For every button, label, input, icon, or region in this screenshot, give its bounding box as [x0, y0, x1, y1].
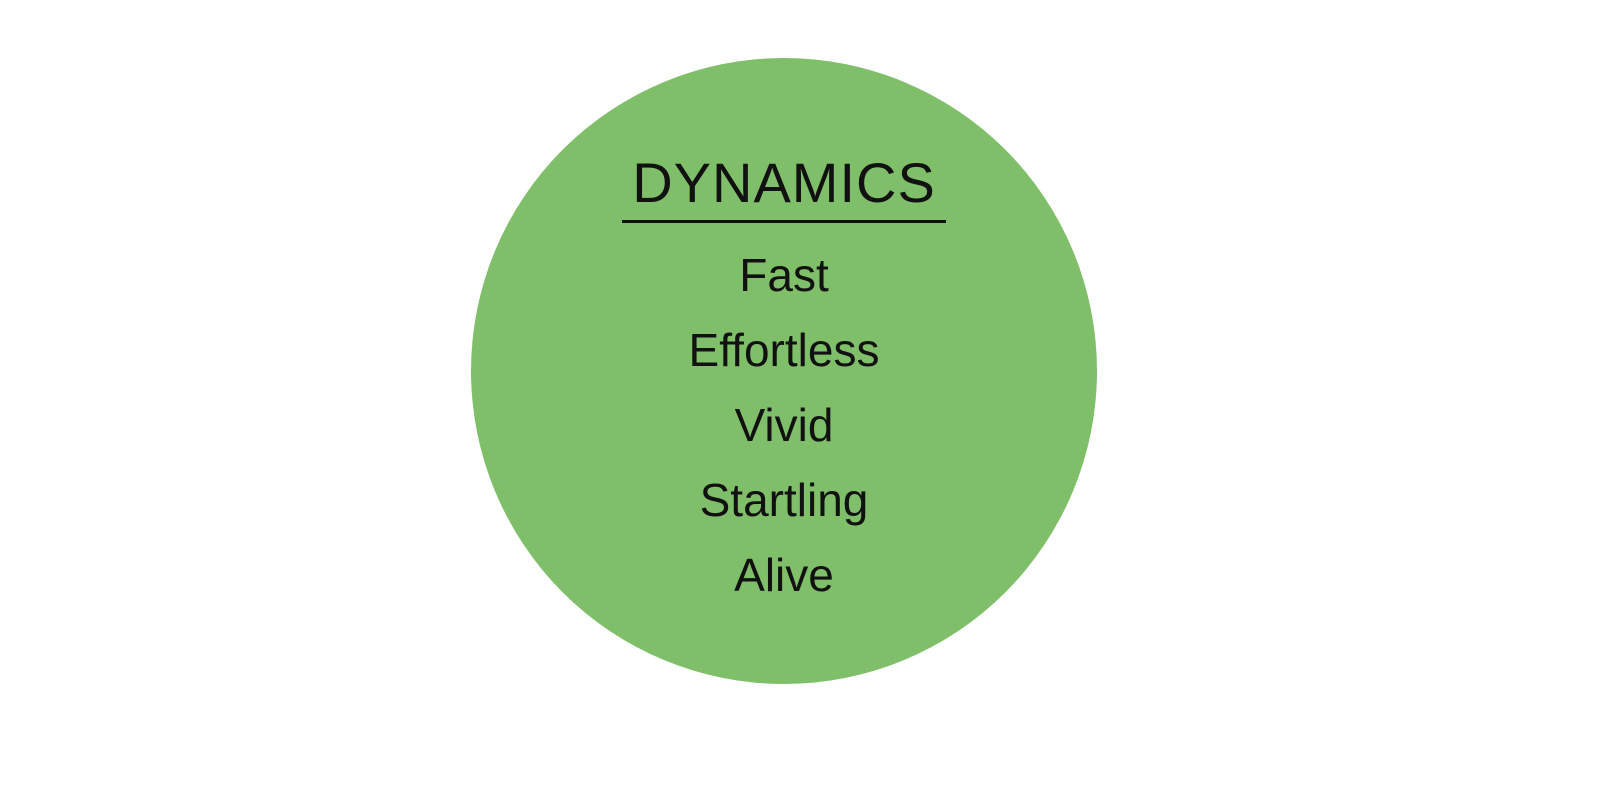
- title-underline: [622, 220, 946, 223]
- list-item: Fast: [739, 249, 829, 301]
- diagram-title: DYNAMICS: [632, 151, 936, 214]
- list-item: Alive: [734, 549, 834, 601]
- green-circle: [471, 58, 1097, 684]
- list-item: Effortless: [688, 324, 880, 376]
- list-item: Startling: [699, 474, 869, 526]
- list-item: Vivid: [734, 399, 834, 451]
- item-list: Fast Effortless Vivid Startling Alive: [0, 248, 1568, 623]
